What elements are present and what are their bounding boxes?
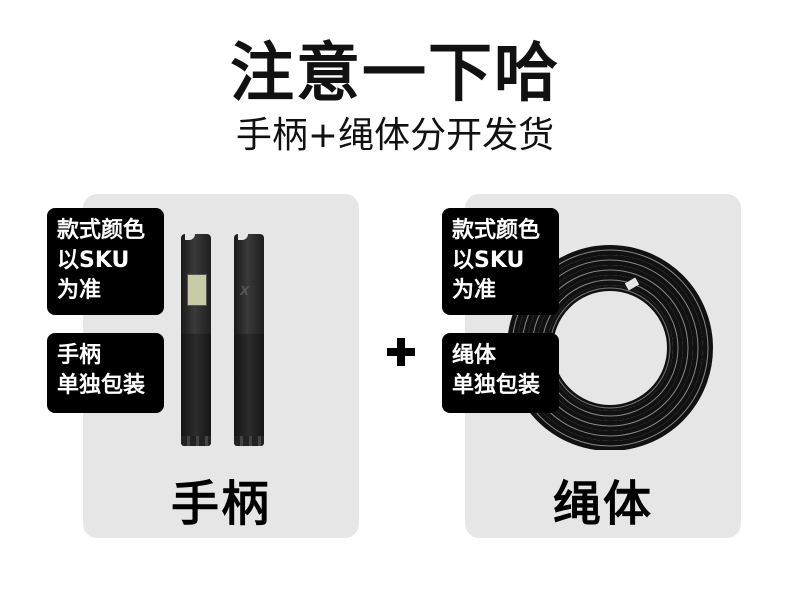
- label-line: 单独包装: [57, 373, 146, 398]
- lcd-display-icon: [187, 274, 207, 306]
- label-line: 绳体: [452, 343, 497, 368]
- handle-grip: [234, 334, 264, 438]
- separate-pack-label: 绳体 单独包装: [442, 333, 559, 413]
- label-line: 以SKU: [452, 248, 525, 273]
- handle-cap: [181, 436, 211, 446]
- label-line: 手柄: [57, 343, 102, 368]
- label-line: 款式颜色: [57, 218, 146, 243]
- handle-grip: [181, 334, 211, 438]
- brand-logo-icon: X: [240, 284, 250, 298]
- handle-caption: 手柄: [170, 476, 271, 532]
- sku-note-label: 款式颜色 以SKU 为准: [442, 208, 559, 315]
- label-line: 为准: [452, 278, 497, 303]
- handle-cap: [234, 436, 264, 446]
- page-subtitle: 手柄+绳体分开发货: [235, 115, 555, 156]
- handle-notch: [185, 232, 195, 240]
- label-line: 为准: [57, 278, 102, 303]
- label-line: 单独包装: [452, 373, 541, 398]
- separate-pack-label: 手柄 单独包装: [47, 333, 164, 413]
- handle-notch: [238, 232, 248, 240]
- handle-with-lcd-image: [181, 232, 211, 446]
- label-line: 以SKU: [57, 248, 130, 273]
- rope-caption: 绳体: [552, 476, 653, 532]
- handle-plain-image: X: [234, 232, 264, 446]
- label-line: 款式颜色: [452, 218, 541, 243]
- plus-icon: [387, 338, 415, 366]
- page-title: 注意一下哈: [230, 37, 560, 111]
- sku-note-label: 款式颜色 以SKU 为准: [47, 208, 164, 315]
